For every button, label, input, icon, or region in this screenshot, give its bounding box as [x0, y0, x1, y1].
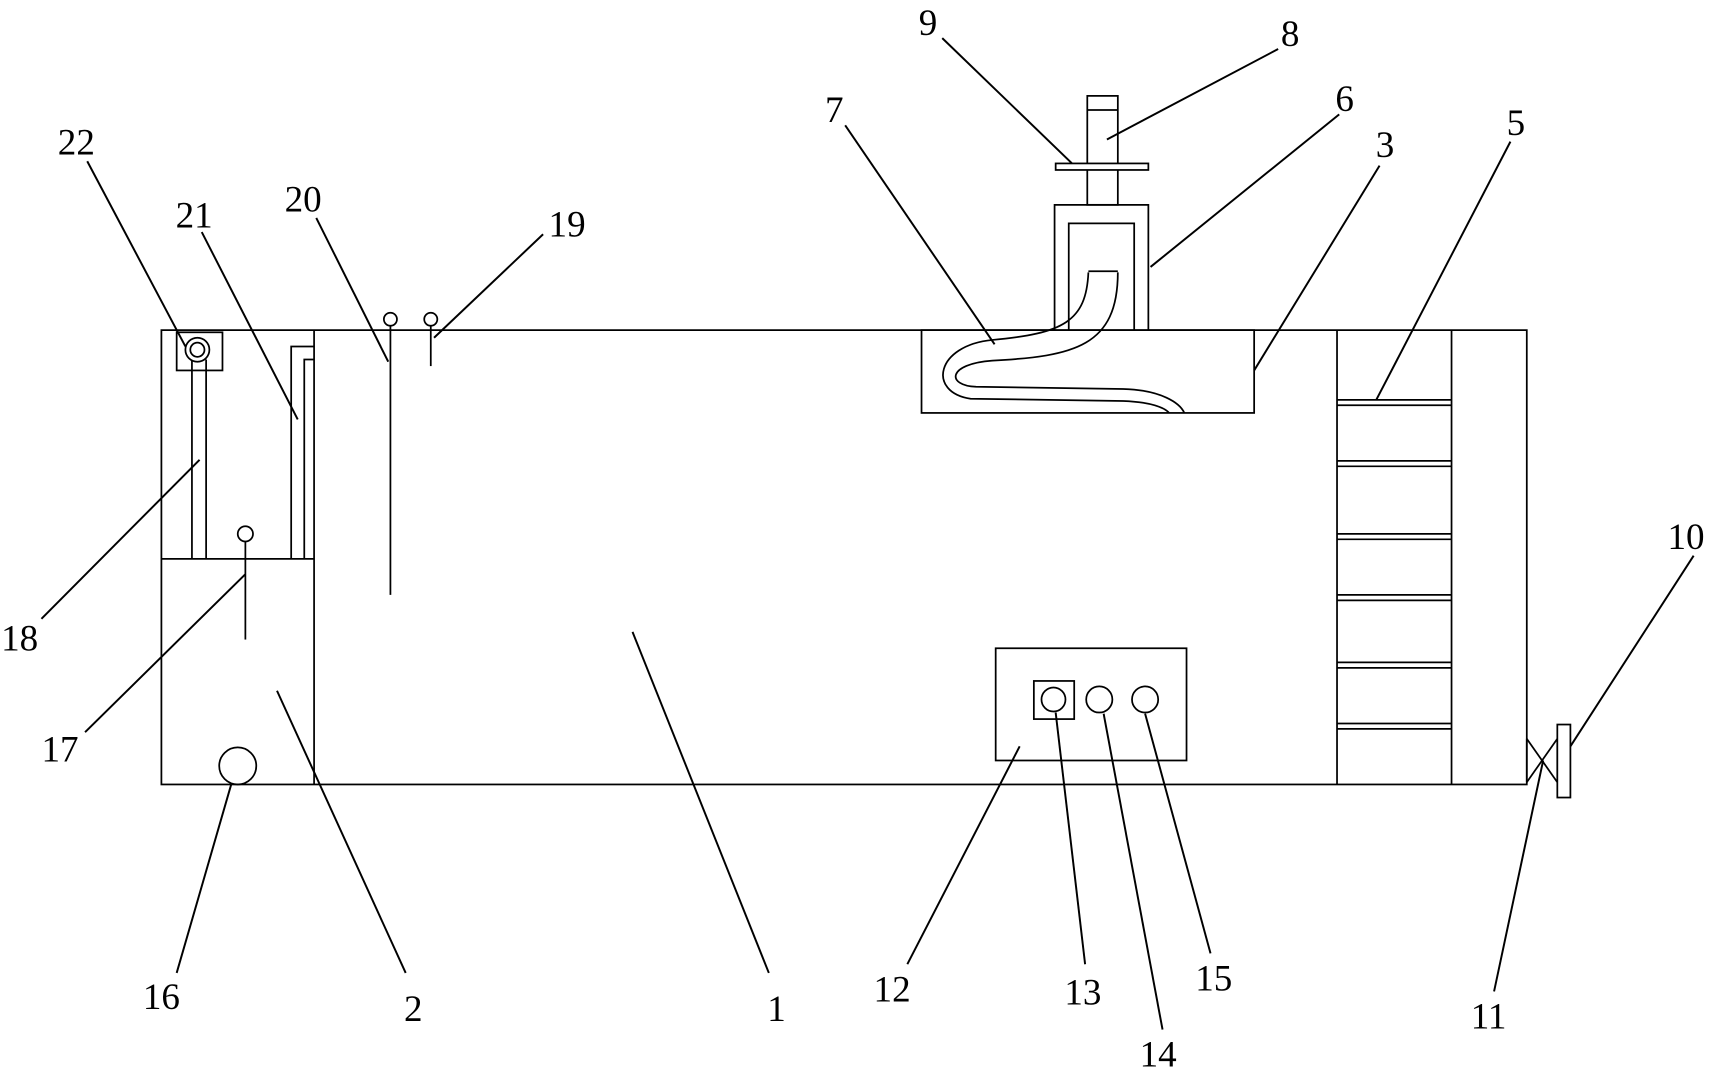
leader-line-12: [906, 745, 1021, 965]
numeral-16: 16: [143, 977, 180, 1018]
part-13-square: [1032, 680, 1076, 720]
leader-line-22: [86, 160, 187, 347]
part-11-valve-diagonal-b: [1526, 738, 1559, 783]
part-15-circle: [1131, 685, 1160, 714]
part-21-pipe-outer: [290, 345, 315, 559]
leader-line-20: [315, 217, 390, 363]
leader-line-8: [1106, 48, 1279, 141]
numeral-1: 1: [767, 989, 786, 1030]
leader-line-10: [1569, 555, 1695, 747]
numeral-19: 19: [549, 204, 586, 245]
leader-line-9: [941, 37, 1073, 165]
numeral-10: 10: [1667, 517, 1704, 558]
tank-outline: [160, 329, 1528, 786]
numeral-11: 11: [1471, 997, 1507, 1038]
part-10-flange: [1556, 723, 1572, 799]
numeral-17: 17: [41, 730, 78, 771]
part-7-hose-outer-wall: [942, 272, 1170, 414]
part-8-rod: [1086, 95, 1119, 206]
leader-line-5: [1375, 141, 1512, 401]
leader-line-6: [1149, 113, 1340, 268]
leader-line-13: [1054, 712, 1087, 965]
leader-line-11: [1493, 760, 1545, 992]
part-21-pipe-inner: [303, 358, 315, 559]
reference-numerals: 1 2 3 5 6 7 8 9 10 11 12 13 14 15 16 17 …: [1, 3, 1704, 1071]
ladder-rungs: [1337, 398, 1452, 730]
part-20-knob: [383, 311, 398, 327]
leader-line-17: [84, 573, 247, 733]
leader-line-21: [200, 231, 299, 420]
leader-line-1: [631, 631, 770, 974]
part-14-circle: [1085, 685, 1114, 714]
part-6-frame-inner: [1067, 222, 1136, 331]
numeral-3: 3: [1376, 125, 1395, 166]
part-19-knob: [423, 311, 439, 327]
part-9-plate: [1054, 162, 1150, 171]
leader-lines: [40, 37, 1695, 1030]
part-22-wheel-outer: [184, 336, 211, 363]
leader-line-18: [40, 459, 201, 620]
part-16-circle: [218, 746, 258, 786]
leader-line-15: [1144, 713, 1212, 954]
part-13-circle: [1040, 686, 1067, 713]
numeral-2: 2: [404, 989, 423, 1030]
numeral-20: 20: [285, 179, 322, 220]
numeral-22: 22: [58, 123, 95, 164]
leader-line-2: [276, 690, 407, 974]
leader-line-3: [1253, 165, 1381, 371]
part-3-box: [920, 329, 1256, 414]
numeral-14: 14: [1140, 1035, 1177, 1071]
part-7-hose-inner-wall: [955, 272, 1186, 414]
numeral-8: 8: [1281, 14, 1300, 55]
part-22-box: [175, 331, 224, 372]
part-12-panel: [994, 647, 1188, 762]
numeral-12: 12: [874, 969, 911, 1010]
numeral-7: 7: [825, 90, 844, 131]
numeral-13: 13: [1064, 973, 1101, 1014]
part-17-knob: [236, 525, 254, 543]
numeral-15: 15: [1195, 958, 1232, 999]
numeral-6: 6: [1335, 79, 1354, 120]
leader-line-19: [433, 233, 544, 339]
leader-line-16: [175, 784, 233, 974]
leader-line-14: [1102, 713, 1164, 1030]
numeral-9: 9: [919, 3, 938, 44]
numeral-5: 5: [1507, 103, 1526, 144]
numeral-21: 21: [176, 196, 213, 237]
leader-line-7: [844, 124, 996, 345]
numeral-18: 18: [1, 618, 38, 659]
part-22-wheel-inner: [189, 341, 206, 358]
